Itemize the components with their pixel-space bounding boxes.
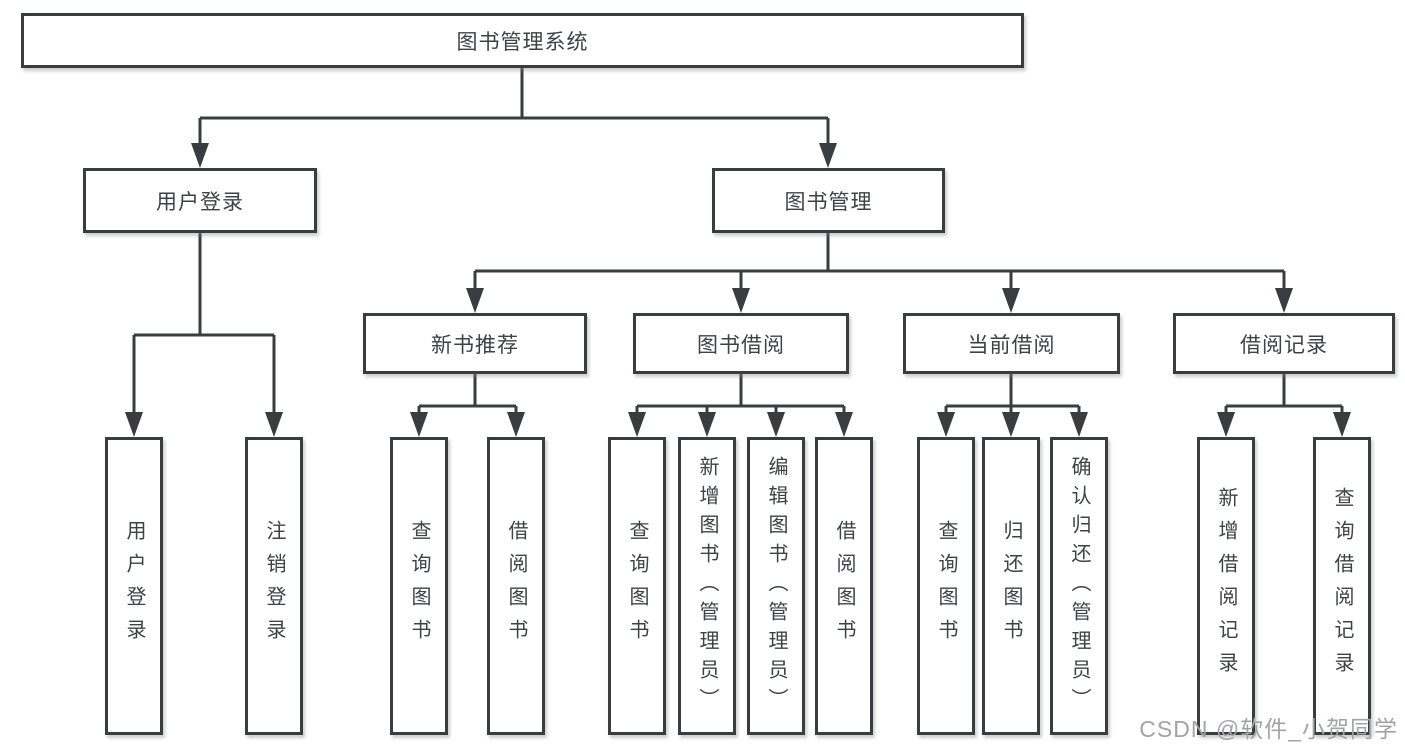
node-book-borrowing: 图书借阅 [633, 313, 849, 374]
leaf-confirm-return-admin: 确认归还（管理员） [1050, 437, 1108, 735]
leaf-query-books-borrowing: 查询图书 [608, 437, 666, 735]
node-current-borrowing: 当前借阅 [903, 313, 1120, 374]
leaf-logout: 注销登录 [245, 437, 303, 735]
leaf-query-books-current: 查询图书 [917, 437, 975, 735]
leaf-edit-book-admin: 编辑图书（管理员） [747, 437, 805, 735]
node-user-login: 用户登录 [83, 168, 317, 233]
node-new-book-recommendation: 新书推荐 [363, 313, 587, 374]
node-library-management-system: 图书管理系统 [21, 13, 1024, 68]
leaf-borrow-books-borrowing: 借阅图书 [815, 437, 873, 735]
watermark: CSDN @软件_小贺同学 [1139, 716, 1398, 742]
leaf-return-books: 归还图书 [982, 437, 1040, 735]
node-borrowing-records: 借阅记录 [1173, 313, 1395, 374]
node-book-management: 图书管理 [712, 168, 945, 233]
leaf-borrow-books-recommend: 借阅图书 [487, 437, 545, 735]
leaf-user-login: 用户登录 [105, 437, 163, 735]
leaf-query-books-recommend: 查询图书 [390, 437, 448, 735]
leaf-add-book-admin: 新增图书（管理员） [678, 437, 736, 735]
leaf-add-borrow-record: 新增借阅记录 [1197, 437, 1255, 735]
leaf-query-borrow-record: 查询借阅记录 [1313, 437, 1371, 735]
